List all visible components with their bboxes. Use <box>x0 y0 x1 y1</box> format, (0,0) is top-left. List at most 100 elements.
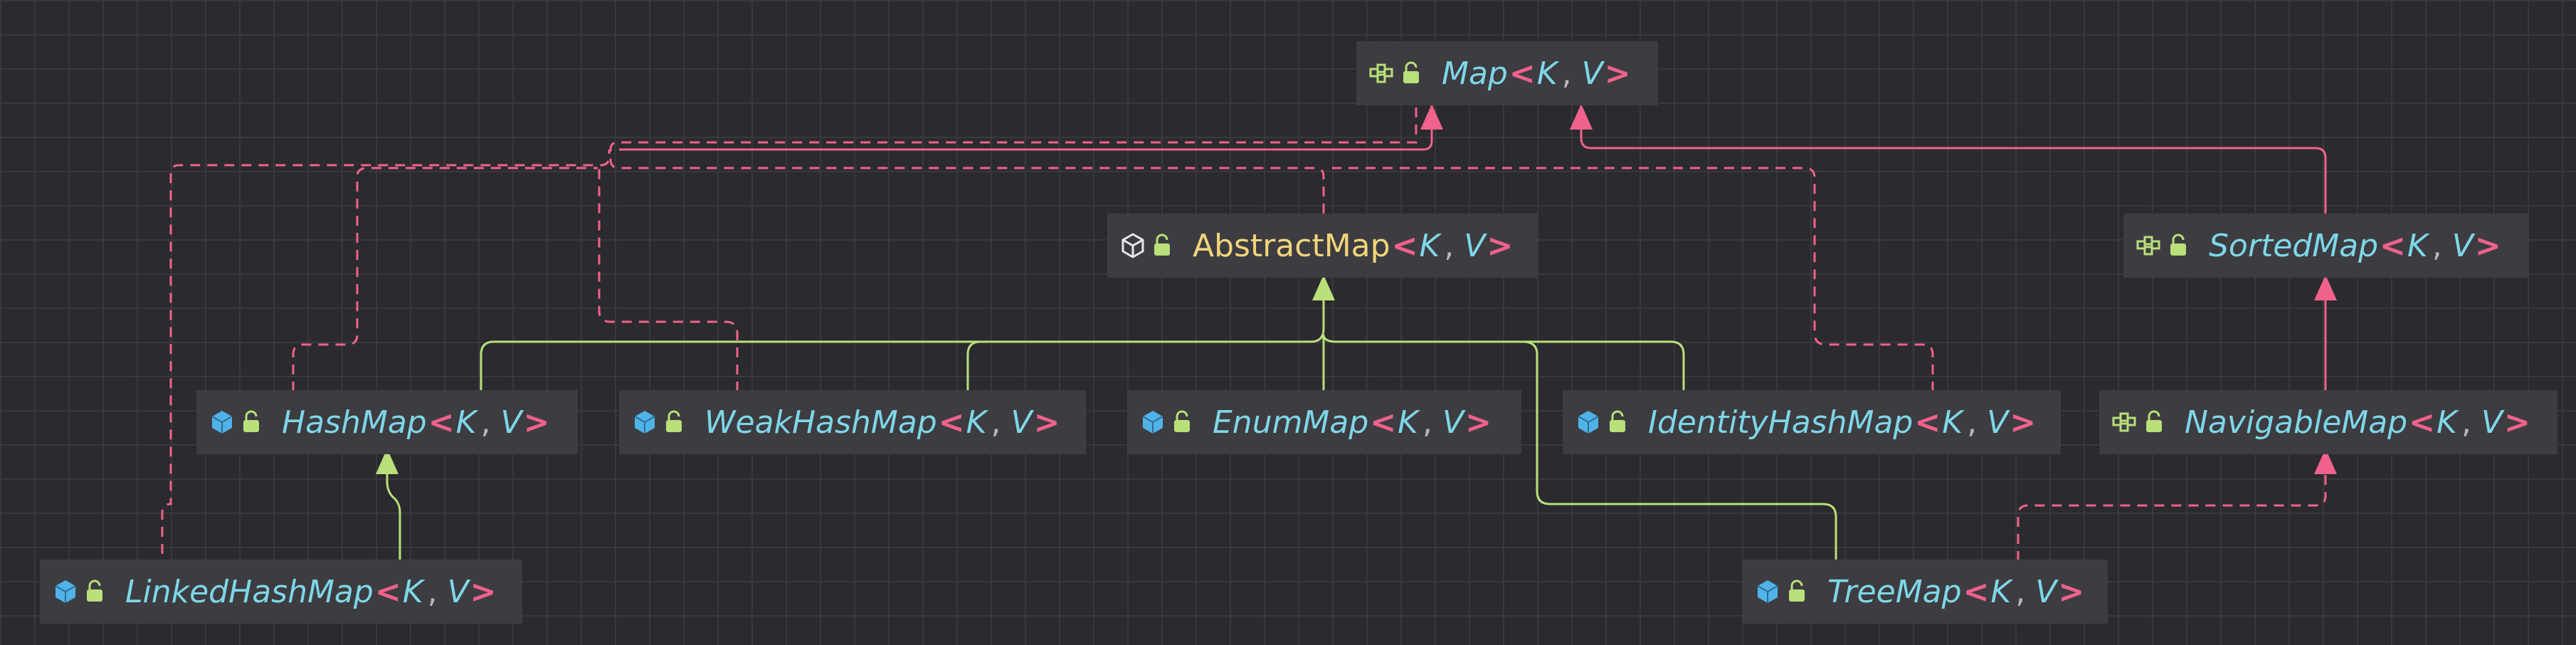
type-param: K <box>1398 404 1419 441</box>
angle-open: < <box>374 573 401 610</box>
arrowhead-abstractmap <box>1312 275 1335 300</box>
angle-close: > <box>2503 404 2530 441</box>
node-abstractmap[interactable]: AbstractMap < K , V > <box>1107 214 1537 278</box>
node-name: EnumMap <box>1213 404 1369 441</box>
node-sortedmap[interactable]: SortedMap < K , V > <box>2123 214 2529 278</box>
arrowhead-hashmap <box>376 449 398 474</box>
type-param: K <box>1990 573 2012 610</box>
angle-open: < <box>1914 404 1941 441</box>
public-lock-icon <box>1171 408 1193 436</box>
edge-linkedhashmap-implements-map <box>161 150 611 554</box>
node-navigablemap[interactable]: NavigableMap < K , V > <box>2099 390 2557 454</box>
type-param: V <box>2035 573 2057 610</box>
edge-weakhashmap-extends <box>966 340 981 392</box>
type-param: K <box>1536 55 1558 92</box>
node-name: LinkedHashMap <box>125 573 374 610</box>
type-param: V <box>447 573 469 610</box>
edge-weakhashmap-implements-map <box>598 168 739 392</box>
type-param: K <box>2407 227 2428 264</box>
public-lock-icon <box>663 408 685 436</box>
edge-identityhashmap-extends <box>1322 334 1685 392</box>
arrowhead-navigablemap <box>2314 449 2337 474</box>
public-lock-icon <box>1400 59 1422 88</box>
public-lock-icon <box>1151 231 1173 260</box>
param-separator: , <box>2432 227 2442 264</box>
class-icon <box>208 408 236 436</box>
node-treemap[interactable]: TreeMap < K , V > <box>1742 560 2108 624</box>
type-param: V <box>500 404 522 441</box>
edge-abstractmap-implements-map <box>609 100 1418 214</box>
type-param: V <box>1464 227 1486 264</box>
arrowhead-map-left <box>1420 104 1443 130</box>
param-separator: , <box>1967 404 1978 441</box>
param-separator: , <box>2015 573 2026 610</box>
node-enummap[interactable]: EnumMap < K , V > <box>1127 390 1521 454</box>
angle-open: < <box>2409 404 2435 441</box>
type-param: K <box>455 404 477 441</box>
edge-abstractmap-extends-trunk <box>480 299 1325 392</box>
node-name: IdentityHashMap <box>1648 404 1913 441</box>
edge-sortedmap-extends-map <box>1580 114 2327 214</box>
edge-treemap-implements-navigablemap <box>2017 470 2327 561</box>
edge-hashmap-implements-map <box>292 167 598 392</box>
public-lock-icon <box>1607 408 1628 436</box>
arrowhead-map-right <box>1570 104 1593 130</box>
class-icon <box>630 408 659 436</box>
edge-map-pink-trunk <box>619 105 1433 151</box>
angle-close: > <box>523 404 550 441</box>
node-name: TreeMap <box>1827 573 1962 610</box>
angle-open: < <box>938 404 965 441</box>
node-name: Map <box>1442 55 1508 92</box>
param-separator: , <box>427 573 438 610</box>
angle-open: < <box>1963 573 1990 610</box>
param-separator: , <box>2461 404 2471 441</box>
type-param: K <box>1419 227 1440 264</box>
interface-icon <box>2111 408 2139 436</box>
node-name: NavigableMap <box>2185 404 2408 441</box>
node-map[interactable]: Map < K , V > <box>1356 41 1658 105</box>
angle-open: < <box>2380 227 2406 264</box>
node-weakhashmap[interactable]: WeakHashMap < K , V > <box>619 390 1086 454</box>
node-name: SortedMap <box>2209 227 2379 264</box>
node-hashmap[interactable]: HashMap < K , V > <box>196 390 578 454</box>
node-name: HashMap <box>282 404 427 441</box>
type-param: V <box>1442 404 1464 441</box>
edge-treemap-extends <box>1522 340 1837 561</box>
node-identityhashmap[interactable]: IdentityHashMap < K , V > <box>1563 390 2061 454</box>
param-separator: , <box>480 404 491 441</box>
type-param: V <box>2481 404 2503 441</box>
public-lock-icon <box>241 408 262 436</box>
param-separator: , <box>1444 227 1455 264</box>
public-lock-icon <box>84 577 105 606</box>
edge-linkedhashmap-extends-hashmap <box>386 473 401 561</box>
param-separator: , <box>991 404 1001 441</box>
class-icon <box>1139 408 1167 436</box>
interface-icon <box>1368 59 1396 88</box>
angle-close: > <box>1604 55 1631 92</box>
angle-close: > <box>2058 573 2085 610</box>
class-icon <box>1753 577 1782 606</box>
angle-open: < <box>1391 227 1418 264</box>
angle-close: > <box>1033 404 1060 441</box>
param-separator: , <box>1422 404 1433 441</box>
type-param: V <box>1581 55 1603 92</box>
angle-close: > <box>2474 227 2501 264</box>
type-param: V <box>1987 404 2009 441</box>
angle-close: > <box>1465 404 1492 441</box>
type-param: K <box>2437 404 2457 441</box>
node-linkedhashmap[interactable]: LinkedHashMap < K , V > <box>40 560 522 624</box>
type-param: K <box>966 404 987 441</box>
angle-close: > <box>1487 227 1514 264</box>
angle-open: < <box>428 404 455 441</box>
angle-close: > <box>2010 404 2037 441</box>
node-name: AbstractMap <box>1193 227 1390 264</box>
angle-close: > <box>470 573 497 610</box>
class-icon <box>51 577 80 606</box>
angle-open: < <box>1370 404 1397 441</box>
angle-open: < <box>1509 55 1536 92</box>
type-param: K <box>1942 404 1963 441</box>
class-icon <box>1574 408 1603 436</box>
public-lock-icon <box>2168 231 2189 260</box>
